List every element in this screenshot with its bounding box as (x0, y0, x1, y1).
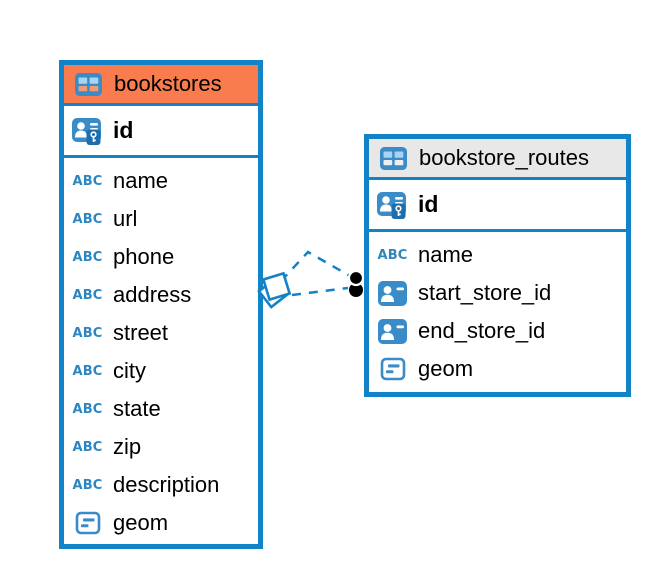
primary-key-icon (71, 116, 104, 145)
column-row-id[interactable]: id (64, 106, 258, 158)
column-row[interactable]: ABC city (71, 352, 251, 390)
column-name: phone (113, 244, 175, 269)
foreign-key-icon (376, 280, 409, 306)
column-name: id (418, 191, 439, 217)
column-name: end_store_id (418, 318, 546, 343)
text-type-icon: ABC (72, 477, 103, 493)
column-row-id[interactable]: id (369, 180, 626, 232)
column-row[interactable]: ABC street (71, 314, 251, 352)
text-type-icon: ABC (72, 325, 103, 341)
table-header-bookstores[interactable]: bookstores (64, 65, 258, 106)
table-icon (72, 72, 105, 96)
column-name: description (113, 472, 220, 497)
column-name: geom (113, 510, 169, 535)
column-row[interactable]: ABC name (376, 236, 619, 274)
column-name: start_store_id (418, 280, 552, 305)
column-row[interactable]: start_store_id (376, 274, 619, 312)
relationship-diamond-marker (257, 271, 292, 309)
column-name: name (113, 168, 169, 193)
text-type-icon: ABC (72, 401, 103, 417)
column-row[interactable]: ABC description (71, 466, 251, 504)
column-row[interactable]: ABC url (71, 200, 251, 238)
column-name: state (113, 396, 161, 421)
table-icon (377, 146, 410, 170)
text-type-icon: ABC (72, 363, 103, 379)
geometry-type-icon (71, 511, 104, 535)
relationship-line-upper[interactable] (280, 250, 351, 282)
text-type-icon: ABC (72, 287, 103, 303)
column-row[interactable]: ABC name (71, 162, 251, 200)
table-bookstores[interactable]: bookstores id ABC name ABC url (59, 60, 263, 549)
primary-key-icon (376, 190, 409, 219)
column-row[interactable]: ABC zip (71, 428, 251, 466)
table-bookstore-routes[interactable]: bookstore_routes id ABC name (364, 134, 631, 397)
column-name: url (113, 206, 138, 231)
column-row[interactable]: ABC phone (71, 238, 251, 276)
text-type-icon: ABC (72, 249, 103, 265)
text-type-icon: ABC (72, 439, 103, 455)
column-name: city (113, 358, 146, 383)
table-header-bookstore-routes[interactable]: bookstore_routes (369, 139, 626, 180)
column-name: geom (418, 356, 474, 381)
column-row[interactable]: ABC state (71, 390, 251, 428)
column-name: address (113, 282, 192, 307)
column-list: ABC name ABC url ABC phone ABC address A… (64, 158, 258, 542)
column-name: zip (113, 434, 142, 459)
column-row[interactable]: ABC address (71, 276, 251, 314)
text-type-icon: ABC (72, 173, 103, 189)
geometry-type-icon (376, 357, 409, 381)
table-title: bookstore_routes (419, 145, 589, 170)
column-row[interactable]: end_store_id (376, 312, 619, 350)
column-name: id (113, 117, 134, 143)
table-title: bookstores (114, 71, 222, 96)
text-type-icon: ABC (377, 247, 408, 263)
column-name: name (418, 242, 474, 267)
relationship-line-lower[interactable] (291, 286, 349, 297)
column-list: ABC name start_store_id (369, 232, 626, 388)
text-type-icon: ABC (72, 211, 103, 227)
column-name: street (113, 320, 169, 345)
column-row[interactable]: geom (376, 350, 619, 388)
relationship-dot-marker (347, 269, 365, 297)
column-row[interactable]: geom (71, 504, 251, 542)
foreign-key-icon (376, 318, 409, 344)
